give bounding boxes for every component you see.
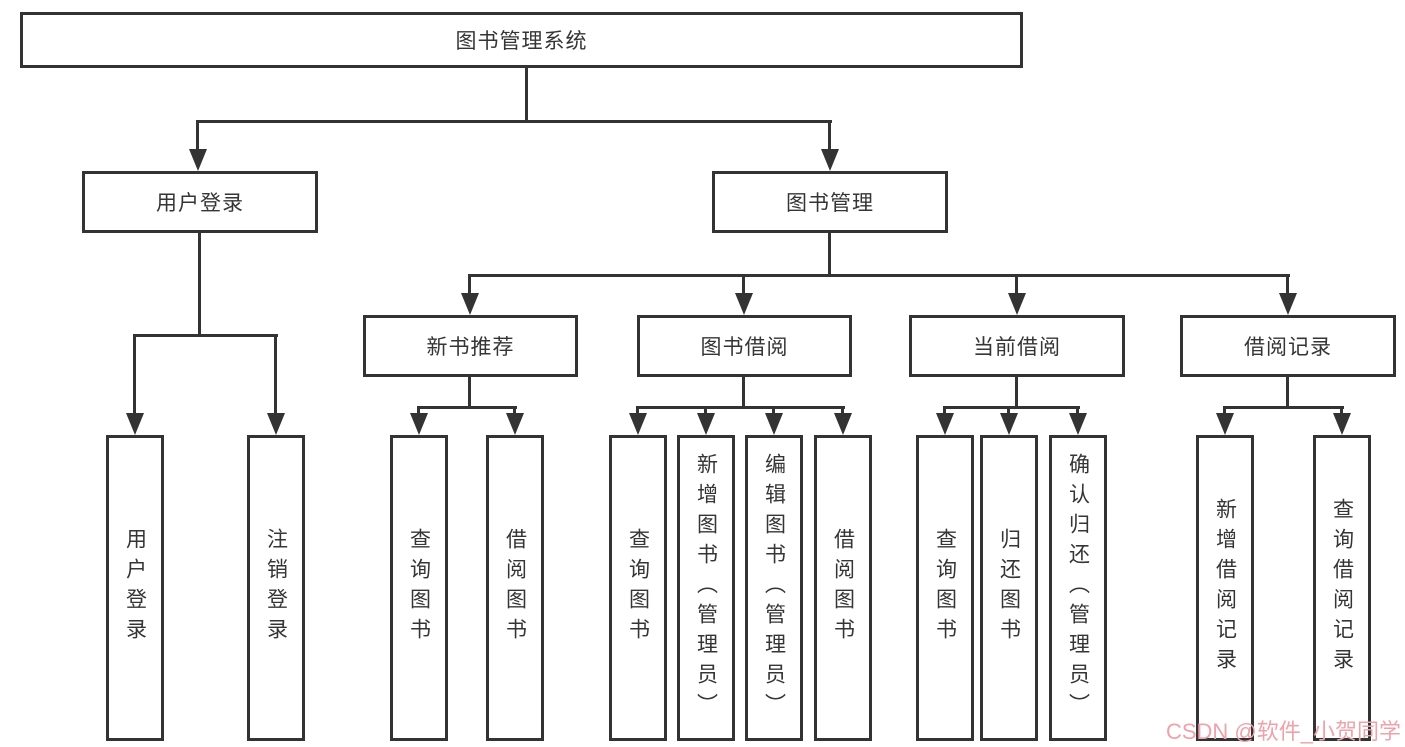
connector-line [1286, 377, 1289, 409]
connector-line [133, 334, 136, 415]
connector-line [742, 274, 745, 296]
arrowhead-down [1279, 293, 1297, 315]
arrowhead-down [189, 149, 207, 171]
node-label: 图书管理 [786, 192, 874, 215]
node-book-management: 图书管理 [712, 171, 948, 233]
arrowhead-down [821, 149, 839, 171]
leaf-query-borrow-record: 查询借阅记录 [1313, 435, 1371, 741]
csdn-watermark: CSDN @软件_小贺同学 [1165, 719, 1401, 744]
node-current-borrow: 当前借阅 [909, 315, 1125, 377]
node-label: 当前借阅 [973, 336, 1061, 359]
leaf-user-login: 用户登录 [106, 435, 164, 741]
node-label: 注销登录 [264, 528, 288, 648]
node-book-borrow: 图书借阅 [637, 315, 852, 377]
node-label: 用户登录 [123, 528, 147, 648]
arrowhead-down [506, 413, 524, 435]
arrowhead-down [765, 413, 783, 435]
arrowhead-down [936, 413, 954, 435]
arrowhead-down [1008, 293, 1026, 315]
connector-line [1076, 406, 1079, 418]
connector-line [417, 406, 420, 418]
node-label: 确认归还（管理员） [1066, 453, 1090, 723]
leaf-logout: 注销登录 [247, 435, 305, 741]
connector-line [468, 377, 471, 409]
leaf-query-books-recommend: 查询图书 [390, 435, 448, 741]
arrowhead-down [834, 413, 852, 435]
leaf-add-book-admin: 新增图书（管理员） [677, 435, 735, 741]
connector-line [198, 233, 201, 337]
leaf-query-books-borrow: 查询图书 [609, 435, 667, 741]
arrowhead-down [1333, 413, 1351, 435]
arrowhead-down [1069, 413, 1087, 435]
node-label: 编辑图书（管理员） [762, 453, 786, 723]
node-label: 查询图书 [407, 528, 431, 648]
connector-line [772, 406, 775, 418]
connector-line [513, 406, 516, 418]
arrowhead-down [1216, 413, 1234, 435]
node-label: 归还图书 [997, 528, 1021, 648]
arrowhead-down [735, 293, 753, 315]
leaf-borrow-books-borrow: 借阅图书 [814, 435, 872, 741]
node-label: 新增借阅记录 [1213, 498, 1237, 678]
node-label: 借阅图书 [831, 528, 855, 648]
node-label: 图书借阅 [700, 336, 789, 359]
node-user-login: 用户登录 [82, 171, 318, 233]
leaf-add-borrow-record: 新增借阅记录 [1196, 435, 1254, 741]
leaf-query-books-current: 查询图书 [916, 435, 974, 741]
leaf-confirm-return-admin: 确认归还（管理员） [1049, 435, 1107, 741]
node-label: 借阅记录 [1244, 336, 1332, 359]
connector-line [1015, 274, 1018, 296]
connector-line [1340, 406, 1343, 418]
connector-line [133, 334, 278, 337]
connector-line [196, 120, 199, 155]
connector-line [1007, 406, 1010, 418]
node-label: 新增图书（管理员） [694, 453, 718, 723]
arrowhead-down [126, 413, 144, 435]
arrowhead-down [1000, 413, 1018, 435]
connector-line [274, 334, 277, 415]
node-label: 查询图书 [626, 528, 650, 648]
leaf-edit-book-admin: 编辑图书（管理员） [745, 435, 803, 741]
arrowhead-down [629, 413, 647, 435]
leaf-borrow-books-recommend: 借阅图书 [486, 435, 544, 741]
connector-line [742, 377, 745, 409]
node-label: 借阅图书 [503, 528, 527, 648]
connector-line [636, 406, 639, 418]
connector-line [525, 68, 528, 122]
connector-line [943, 406, 946, 418]
arrowhead-down [410, 413, 428, 435]
node-borrow-records: 借阅记录 [1180, 315, 1396, 377]
arrowhead-down [697, 413, 715, 435]
node-book-management-system: 图书管理系统 [20, 12, 1023, 68]
arrowhead-down [461, 293, 479, 315]
connector-line [943, 406, 1080, 409]
node-label: 新书推荐 [426, 336, 515, 359]
connector-line [468, 274, 471, 296]
connector-line [1223, 406, 1344, 409]
node-label: 查询借阅记录 [1330, 498, 1354, 678]
node-label: 用户登录 [156, 192, 244, 215]
connector-line [196, 120, 832, 123]
node-label: 查询图书 [933, 528, 957, 648]
connector-line [1015, 377, 1018, 409]
connector-line [828, 120, 831, 155]
arrowhead-down [267, 413, 285, 435]
connector-line [417, 406, 517, 409]
connector-line [636, 406, 845, 409]
node-new-book-recommend: 新书推荐 [363, 315, 578, 377]
connector-line [468, 274, 1290, 277]
connector-line [841, 406, 844, 418]
leaf-return-book: 归还图书 [980, 435, 1038, 741]
connector-line [704, 406, 707, 418]
connector-line [1223, 406, 1226, 418]
connector-line [1286, 274, 1289, 296]
connector-line [828, 233, 831, 277]
node-label: 图书管理系统 [455, 30, 588, 53]
